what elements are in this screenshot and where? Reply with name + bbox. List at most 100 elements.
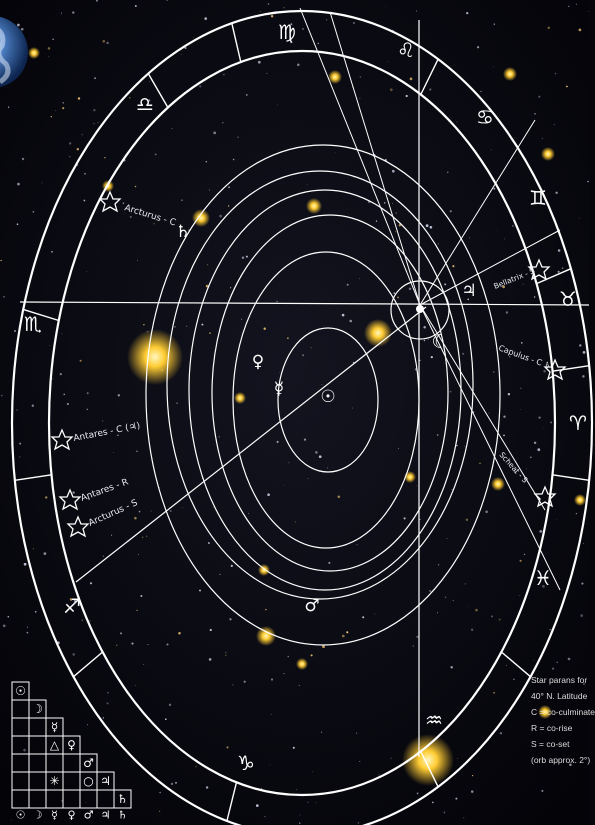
background-star (472, 775, 474, 777)
zodiac-divider (73, 651, 104, 678)
background-star (51, 251, 53, 253)
glow-star (574, 494, 586, 506)
orbit-ring-4 (211, 214, 449, 572)
background-star (519, 409, 521, 411)
background-star (556, 661, 558, 663)
background-star (66, 402, 69, 406)
background-star (307, 801, 309, 803)
background-star (538, 95, 541, 98)
background-star (86, 408, 88, 410)
background-star (292, 746, 295, 749)
background-star (89, 582, 93, 585)
background-star (464, 583, 466, 585)
background-star (134, 5, 137, 7)
background-star (159, 487, 160, 488)
background-star (398, 224, 401, 227)
background-star (199, 589, 201, 592)
cancer-icon: ♋ (476, 105, 494, 129)
mercury-icon: ☿ (274, 379, 284, 399)
virgo-icon: ♍ (278, 20, 296, 44)
background-star (547, 26, 551, 30)
background-star (412, 645, 414, 647)
scorpio-icon: ♏ (24, 312, 42, 336)
background-star (154, 153, 157, 156)
background-star (341, 634, 345, 638)
background-star (503, 415, 506, 418)
background-star (62, 107, 65, 110)
background-star (387, 61, 389, 62)
background-star (102, 39, 106, 43)
background-star (490, 149, 492, 151)
background-star (270, 713, 272, 715)
background-star (561, 267, 564, 269)
background-star (50, 115, 53, 118)
background-star (146, 535, 148, 537)
background-star (492, 66, 494, 68)
background-star (178, 632, 181, 635)
background-star (138, 553, 139, 555)
background-star (447, 171, 449, 173)
star-markers (50, 190, 567, 538)
background-star (69, 598, 73, 601)
background-star (61, 12, 62, 14)
background-star (184, 46, 187, 50)
legend-line: (orb approx. 2°) (531, 755, 591, 765)
glow-star (256, 626, 276, 646)
aspect-col-glyph: ♂ (84, 809, 94, 822)
background-star (87, 724, 89, 726)
background-star (263, 327, 266, 330)
zodiac-divider (226, 782, 238, 822)
background-star (264, 816, 266, 818)
background-star (395, 231, 397, 233)
background-star (72, 491, 75, 494)
aspect-row-glyph: ☽ (32, 702, 43, 716)
background-star (554, 73, 557, 75)
capricorn-icon: ♑ (237, 751, 255, 775)
background-star (174, 325, 176, 328)
background-star (587, 180, 589, 183)
background-star (297, 63, 300, 67)
background-star (243, 680, 246, 683)
background-star (374, 613, 376, 615)
background-star (176, 402, 178, 404)
background-star (303, 438, 307, 441)
background-star (140, 595, 143, 597)
background-star (284, 484, 285, 486)
background-star (225, 654, 227, 656)
background-star (322, 645, 325, 649)
glow-star (306, 198, 322, 214)
background-star (106, 41, 109, 45)
background-star (213, 131, 217, 135)
background-star (43, 552, 47, 555)
background-star (147, 644, 149, 646)
star-icon (533, 485, 557, 508)
background-star (479, 462, 481, 464)
background-star (444, 596, 447, 599)
background-star (102, 420, 104, 422)
background-star (383, 202, 386, 204)
background-star (207, 264, 209, 266)
background-star (269, 764, 271, 766)
background-star (168, 703, 172, 707)
background-star (119, 511, 121, 513)
background-star (541, 137, 543, 139)
background-star (385, 6, 386, 7)
background-star (129, 97, 131, 99)
aspect-symbol: △ (50, 738, 60, 752)
background-star (549, 628, 551, 631)
background-star (416, 485, 418, 487)
planet-glyphs: ♄ ♃ ☾ ♀ ☿ ☉ ♂ (175, 222, 476, 616)
background-star (534, 112, 536, 115)
earth-position-dot (416, 305, 424, 313)
jupiter-icon: ♃ (461, 281, 476, 301)
zodiac-divider (500, 651, 531, 678)
background-star (32, 210, 35, 213)
background-star (446, 538, 448, 540)
zodiac-glyphs: ♍ ♌ ♋ ♊ ♉ ♈ ♓ ♒ ♑ ♐ ♏ ♎ (24, 20, 587, 775)
background-star (288, 462, 290, 464)
background-star (138, 510, 141, 513)
zodiac-divider (420, 58, 439, 95)
background-star (430, 355, 433, 359)
background-star (513, 678, 515, 681)
background-star (226, 746, 229, 749)
